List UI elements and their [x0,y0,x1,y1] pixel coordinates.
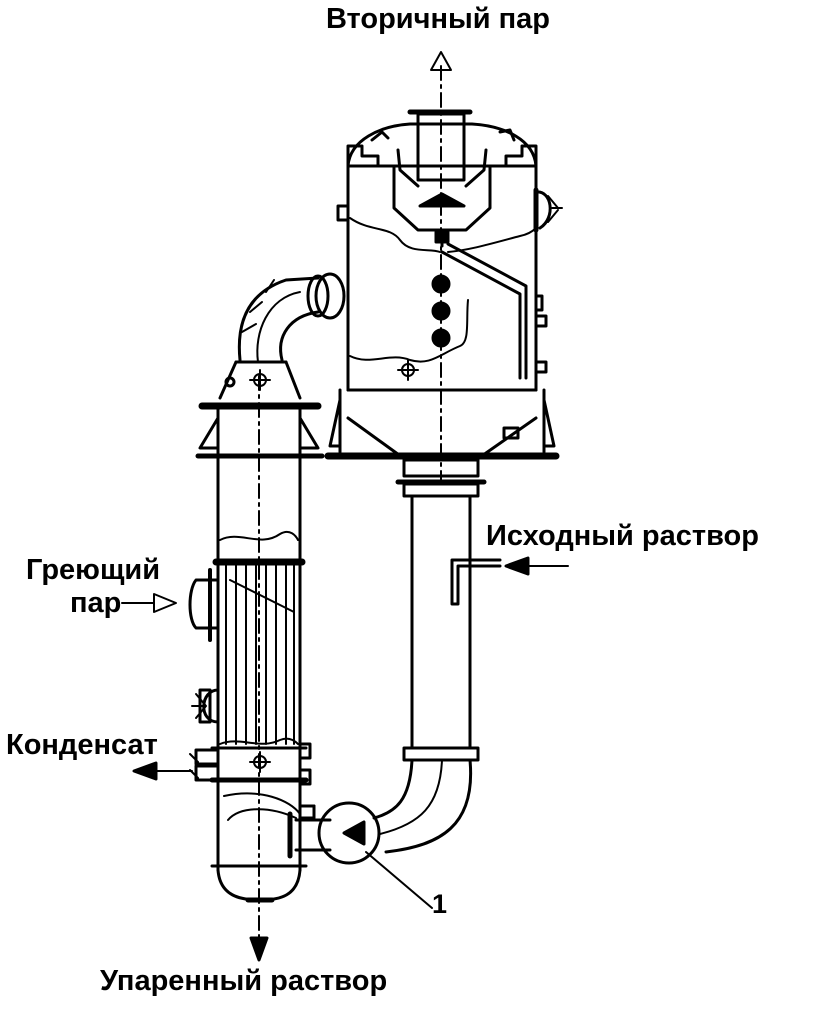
secondary-steam-label: Вторичный пар [326,3,550,35]
condensate-label: Конденсат [6,729,158,761]
heating-chamber [188,272,346,903]
heating-steam-label-line2: пар [70,587,122,619]
initial-solution-label: Исходный раствор [486,520,759,552]
flow-arrows [121,51,569,962]
circulation-pipe [372,458,502,854]
centerlines [258,65,442,941]
pump-callout-number: 1 [432,889,448,919]
separator-vessel [324,109,563,462]
circulation-pump [287,801,433,909]
heating-steam-label-line1: Греющий [26,554,161,586]
evaporated-solution-label: Упаренный раствор [100,965,388,997]
